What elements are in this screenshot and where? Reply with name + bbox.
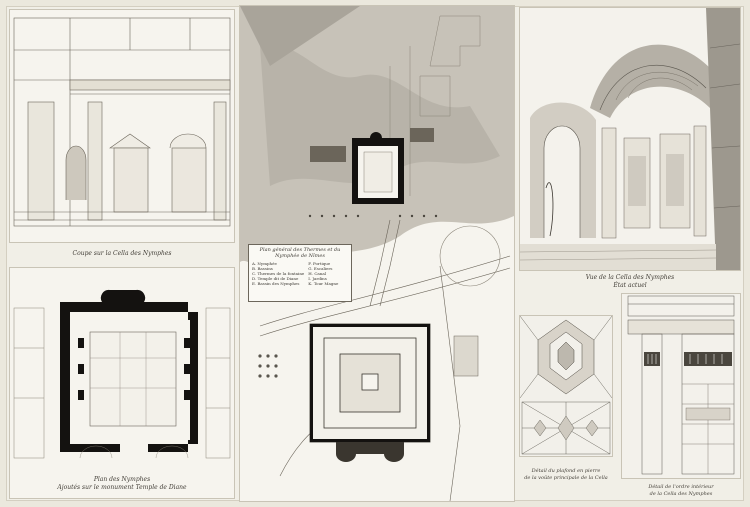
- ceiling-detail-panel: [520, 316, 612, 456]
- section-drawing: [13, 17, 231, 227]
- section-drawing-panel: [10, 10, 234, 242]
- legend-entry: I. Jardins: [308, 276, 327, 281]
- plan-walls: [60, 289, 198, 452]
- view-caption-line2: État actuel: [613, 282, 647, 289]
- overview-legend: Plan général des Thermes et du Nymphée d…: [248, 244, 352, 302]
- plan-caption-line1: Plan des Nymphes: [93, 476, 151, 483]
- legend-entry: G. Escaliers: [308, 266, 333, 271]
- capital-detail: [622, 294, 740, 478]
- plan-drawing: [13, 289, 231, 459]
- plan-drawing-panel: [10, 268, 234, 498]
- drawing-mount: Coupe sur la Cella des Nymphes: [6, 6, 744, 501]
- perspective-view: [520, 8, 740, 270]
- plan-caption-line2: Ajoutés sur le monument Temple de Diane: [57, 484, 187, 491]
- ceiling-caption-line2: de la voûte principale de la Cella: [524, 475, 608, 481]
- capital-caption-line1: Détail de l'ordre intérieur: [648, 484, 714, 490]
- legend-entry: E. Bassin des Nymphes: [252, 281, 300, 286]
- capital-caption-line2: de la Cella des Nymphes: [649, 491, 713, 497]
- legend-entry: A. Nymphée: [252, 261, 277, 266]
- ceiling-caption-line1: Détail du plafond en pierre: [531, 468, 601, 474]
- legend-entry: B. Bassins: [252, 266, 273, 271]
- overview-plan-panel: Plan général des Thermes et du Nymphée d…: [240, 6, 514, 501]
- legend-entry: K. Tour Magne: [308, 281, 339, 286]
- legend-entry: C. Thermes de la fontaine: [252, 271, 305, 276]
- legend-entry: D. Temple dit de Diane: [252, 276, 299, 281]
- overview-title: Plan général des Thermes et du Nymphée d…: [259, 247, 341, 259]
- section-caption-label: Coupe sur la Cella des Nymphes: [72, 250, 172, 257]
- capital-detail-panel: [622, 294, 740, 478]
- perspective-view-panel: [520, 8, 740, 270]
- legend-entry: F. Portique: [308, 261, 331, 266]
- legend-entry: H. Canal: [308, 271, 327, 276]
- view-caption-line1: Vue de la Cella des Nymphes: [585, 274, 675, 281]
- overview-plan: [240, 6, 514, 501]
- ceiling-detail: [520, 316, 612, 456]
- lower-complex: [309, 323, 431, 443]
